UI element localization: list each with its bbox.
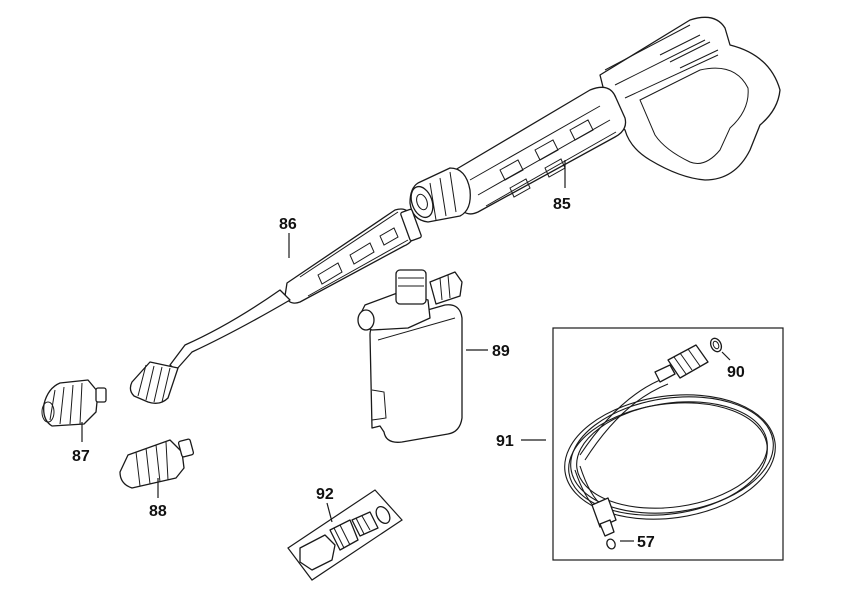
hose-kit-box — [552, 327, 784, 561]
nozzle-part-87 — [41, 379, 107, 427]
lance-part-86 — [129, 208, 422, 404]
part-label-89: 89 — [492, 343, 510, 360]
part-label-57: 57 — [637, 534, 655, 551]
leader-line-90 — [721, 351, 731, 361]
part-label-85: 85 — [553, 196, 571, 213]
foam-bottle-part-89 — [357, 269, 463, 443]
part-label-87: 87 — [72, 448, 90, 465]
leader-line-92 — [326, 502, 333, 523]
hose-part-91 — [564, 344, 776, 537]
o-ring-part-90 — [709, 337, 723, 353]
o-ring-part-57 — [606, 538, 616, 550]
part-label-90: 90 — [727, 364, 745, 381]
turbo-nozzle-part-88 — [119, 438, 195, 489]
adapter-set-part-92 — [287, 489, 403, 581]
part-label-91: 91 — [496, 433, 514, 450]
part-label-88: 88 — [149, 503, 167, 520]
part-label-92: 92 — [316, 486, 334, 503]
spray-gun-part-85 — [409, 16, 781, 223]
part-label-86: 86 — [279, 216, 297, 233]
